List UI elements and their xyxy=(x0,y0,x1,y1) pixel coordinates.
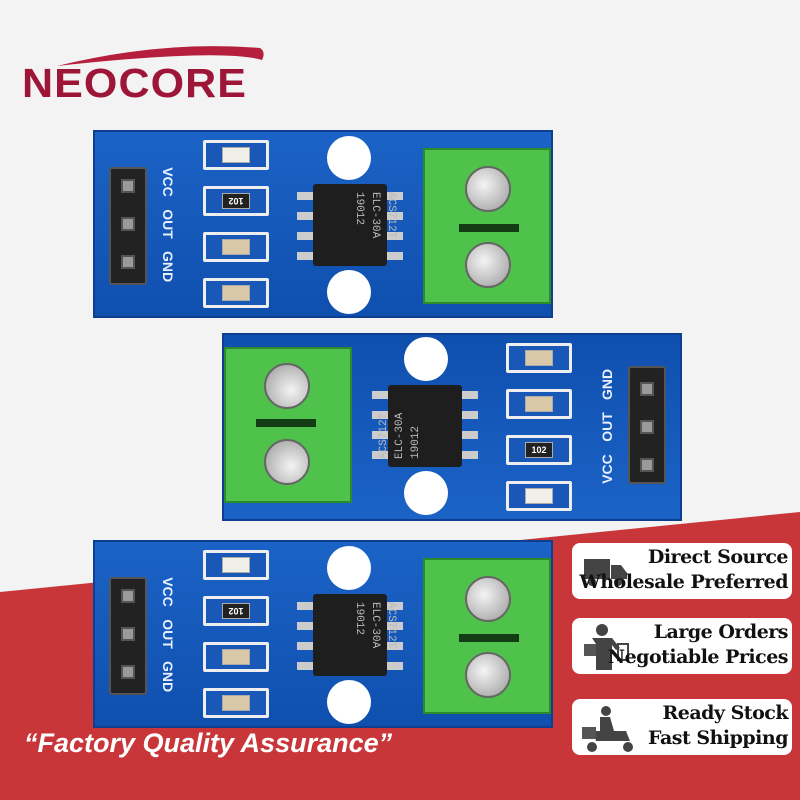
resistor: 102 xyxy=(203,596,269,626)
header-pin xyxy=(640,458,654,472)
header-pin xyxy=(121,665,135,679)
mounting-hole xyxy=(327,546,371,590)
screw-terminal xyxy=(423,148,551,304)
current-sensor-board-1: VCC OUT GND 102 ACS712T ELC-30A 19012 xyxy=(93,130,553,318)
capacitor xyxy=(506,389,572,419)
chip-line-3: 19012 xyxy=(353,602,365,636)
screw-icon xyxy=(465,576,511,622)
pin-label-out: OUT xyxy=(599,412,615,442)
chip-line-3: 19012 xyxy=(410,425,422,459)
screw-icon xyxy=(465,242,511,288)
capacitor xyxy=(203,232,269,262)
slogan-text: “Factory Quality Assurance” xyxy=(24,728,393,758)
screw-icon xyxy=(264,363,310,409)
header-pin xyxy=(121,217,135,231)
mounting-hole xyxy=(327,270,371,314)
resistor: 102 xyxy=(506,435,572,465)
acs712-chip: ACS712T ELC-30A 19012 xyxy=(378,385,462,467)
capacitor xyxy=(506,343,572,373)
badge-direct-source: Direct Source Wholesale Preferred xyxy=(572,543,792,599)
pin-header xyxy=(109,167,147,285)
mounting-hole xyxy=(404,471,448,515)
badge-line-2: Wholesale Preferred xyxy=(579,571,788,593)
screw-icon xyxy=(465,652,511,698)
header-pin xyxy=(121,255,135,269)
pin-header xyxy=(628,366,666,484)
capacitor xyxy=(203,688,269,718)
pin-label-vcc: VCC xyxy=(599,454,615,484)
acs712-chip: ACS712T ELC-30A 19012 xyxy=(313,594,397,676)
pin-label-out: OUT xyxy=(160,209,176,239)
resistor: 102 xyxy=(203,186,269,216)
badge-line-2: Negotiable Prices xyxy=(607,646,789,668)
chip-line-1: ACS712T xyxy=(385,192,397,239)
truck-icon xyxy=(584,559,627,586)
header-pin xyxy=(121,627,135,641)
badge-line-1: Ready Stock xyxy=(662,702,788,724)
logo-swoosh-icon xyxy=(57,46,264,66)
screw-icon xyxy=(264,439,310,485)
chip-line-3: 19012 xyxy=(353,192,365,226)
acs712-chip: ACS712T ELC-30A 19012 xyxy=(313,184,397,266)
pin-header xyxy=(109,577,147,695)
pin-label-vcc: VCC xyxy=(160,577,176,607)
mounting-hole xyxy=(327,680,371,724)
mounting-hole xyxy=(404,337,448,381)
screw-icon xyxy=(465,166,511,212)
chip-line-2: ELC-30A xyxy=(394,412,406,459)
pin-label-vcc: VCC xyxy=(160,167,176,197)
current-sensor-board-2: VCC OUT GND 102 ACS712T ELC-30A 19012 xyxy=(222,333,682,521)
resistor-marking: 102 xyxy=(222,603,250,619)
badge-line-1: Direct Source xyxy=(647,546,789,568)
header-pin xyxy=(121,589,135,603)
led xyxy=(203,550,269,580)
resistor-marking: 102 xyxy=(222,193,250,209)
capacitor xyxy=(203,642,269,672)
badge-large-orders: Large Orders Negotiable Prices xyxy=(572,618,792,674)
chip-line-2: ELC-30A xyxy=(369,192,381,239)
led xyxy=(506,481,572,511)
chip-line-2: ELC-30A xyxy=(369,602,381,649)
capacitor xyxy=(203,278,269,308)
header-pin xyxy=(640,382,654,396)
chip-line-1: ACS712T xyxy=(378,412,390,459)
delivery-scooter-icon xyxy=(582,706,633,752)
chip-line-1: ACS712T xyxy=(385,602,397,649)
pin-label-gnd: GND xyxy=(599,368,615,400)
mounting-hole xyxy=(327,136,371,180)
logo-text: NEOCORE xyxy=(22,60,248,106)
current-sensor-board-3: VCC OUT GND 102 ACS712T ELC-30A 19012 xyxy=(93,540,553,728)
pin-label-gnd: GND xyxy=(160,661,176,693)
pin-label-out: OUT xyxy=(160,619,176,649)
header-pin xyxy=(121,179,135,193)
badge-line-1: Large Orders xyxy=(653,621,789,643)
badge-ready-stock: Ready Stock Fast Shipping xyxy=(572,699,792,755)
screw-terminal xyxy=(423,558,551,714)
resistor-marking: 102 xyxy=(525,442,553,458)
screw-terminal xyxy=(224,347,352,503)
badge-line-2: Fast Shipping xyxy=(648,727,789,749)
header-pin xyxy=(640,420,654,434)
person-with-boxes-icon xyxy=(584,624,629,670)
neocore-logo: NEOCORE xyxy=(22,38,272,108)
pin-label-gnd: GND xyxy=(160,251,176,283)
led xyxy=(203,140,269,170)
